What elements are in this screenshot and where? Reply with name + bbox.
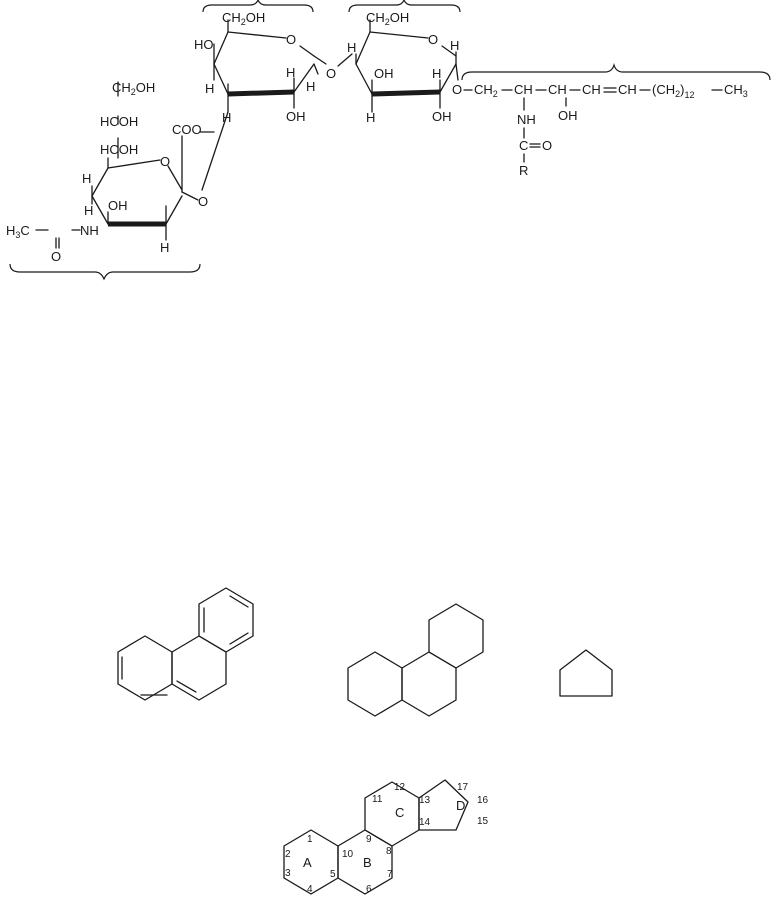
sia-oh-label: OH <box>108 198 128 213</box>
atom-number-4: 4 <box>307 884 313 895</box>
sialic-acid-ring <box>36 82 228 248</box>
ring-label-b: B <box>363 855 372 870</box>
gal-h-mid-label: H <box>286 65 295 80</box>
cer-ch-2-label: CH <box>548 82 567 97</box>
atom-number-13: 13 <box>419 795 431 806</box>
cer-ch-3-label: CH <box>582 82 601 97</box>
sia-coo-label: COO <box>172 122 202 137</box>
sia-link-o-label: O <box>198 194 208 209</box>
glc-oh-low-label: OH <box>432 109 452 124</box>
ring-label-c: C <box>395 805 404 820</box>
ring-label-a: A <box>303 855 312 870</box>
cer-o-label: O <box>452 82 462 97</box>
atom-number-2: 2 <box>285 849 291 860</box>
ceramide-chain: O CH2 CH CH CH CH (CH2)12 CH3 NH C O <box>452 82 748 178</box>
galactose-ring <box>214 20 326 112</box>
atom-number-15: 15 <box>477 816 489 827</box>
sia-h3c-label: H3C <box>6 223 30 240</box>
cer-r-label: R <box>519 163 528 178</box>
atom-number-16: 16 <box>477 795 489 806</box>
cer-c-label: C <box>519 138 528 153</box>
gal-ho-label: HO <box>194 37 214 52</box>
atom-number-17: 17 <box>457 782 469 793</box>
glc-oh-mid-label: OH <box>374 66 394 81</box>
perhydrophenanthrene-structure <box>348 604 483 716</box>
glc-h-low-label: H <box>366 110 375 125</box>
atom-number-6: 6 <box>366 884 372 895</box>
sia-carbonyl-o-label: O <box>51 249 61 264</box>
cer-o-carbonyl-label: O <box>542 138 552 153</box>
gal-ring-o-label: O <box>286 32 296 47</box>
ganglioside-structure: CH2OH HO H H H H OH O O CH2OH <box>6 0 770 279</box>
atom-number-1: 1 <box>307 834 313 845</box>
glc-ch2oh-label: CH2OH <box>366 10 409 27</box>
gal-h-left-label: H <box>205 81 214 96</box>
gal-glycosidic-o-label: O <box>326 66 336 81</box>
glc-h-right-label: H <box>450 38 459 53</box>
sia-hcoh-2-label: HCOH <box>100 142 138 157</box>
cyclopentane-structure <box>560 650 612 696</box>
sia-h-c-label: H <box>160 240 169 255</box>
atom-number-7: 7 <box>387 869 393 880</box>
atom-number-5: 5 <box>330 869 336 880</box>
ring-label-d: D <box>456 798 465 813</box>
cer-oh-label: OH <box>558 108 578 123</box>
atom-number-10: 10 <box>342 849 354 860</box>
gal-ch2oh-label: CH2OH <box>222 10 265 27</box>
sia-ring-o-label: O <box>160 154 170 169</box>
cer-nh-label: NH <box>517 112 536 127</box>
glc-h-left-label: H <box>347 40 356 55</box>
sia-nh-label: NH <box>80 223 99 238</box>
sialic-acid-brace <box>10 264 200 279</box>
component-braces <box>10 0 770 279</box>
sia-h-a-label: H <box>82 171 91 186</box>
sia-h-b-label: H <box>84 203 93 218</box>
glc-h-mid-label: H <box>432 66 441 81</box>
atom-number-9: 9 <box>366 834 372 845</box>
sia-ch2oh-label: CH2OH <box>112 80 155 97</box>
atom-number-12: 12 <box>394 782 406 793</box>
cer-ch-4-label: CH <box>618 82 637 97</box>
cer-ch2n-label: (CH2)12 <box>652 82 694 100</box>
gal-h-right-label: H <box>306 79 315 94</box>
phenanthrene-structure <box>118 588 253 700</box>
atom-number-14: 14 <box>419 817 431 828</box>
cer-ch3-label: CH3 <box>724 82 748 99</box>
atom-number-11: 11 <box>372 794 383 805</box>
cer-ch-1-label: CH <box>514 82 533 97</box>
glucose-ring <box>356 20 458 112</box>
sia-hcoh-1-label: HCOH <box>100 114 138 129</box>
gal-glc-bond <box>338 54 352 66</box>
cer-ch2-label: CH2 <box>474 82 498 99</box>
ceramide-brace <box>462 65 770 80</box>
atom-number-8: 8 <box>386 846 392 857</box>
gal-oh-label: OH <box>286 109 306 124</box>
atom-number-3: 3 <box>285 868 291 879</box>
glc-ring-o-label: O <box>428 32 438 47</box>
